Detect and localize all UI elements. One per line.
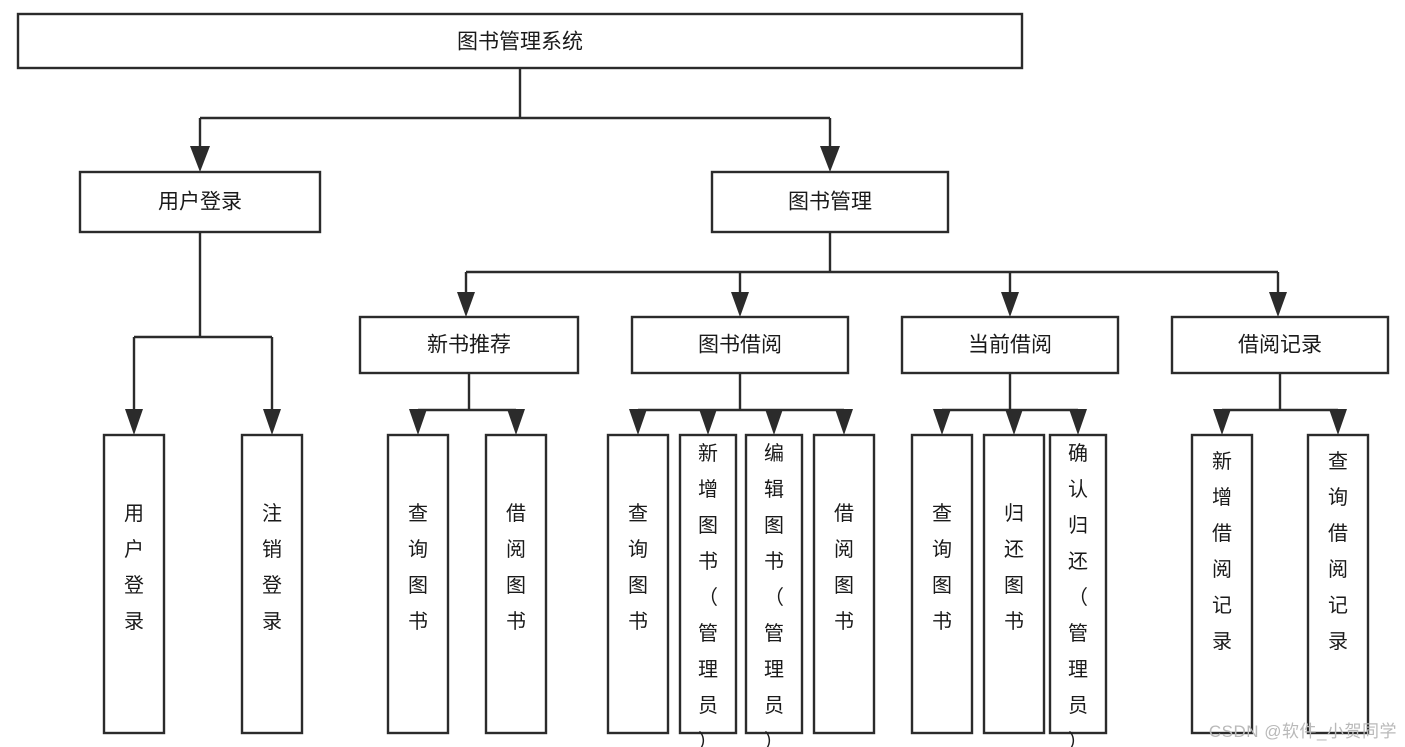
node-leaf-edit-book-admin[interactable]: 编辑图书（管理员） [744,433,804,747]
node-book-manage[interactable]: 图书管理 [710,170,950,234]
arrow-bookborrow-to-leaf2 [699,409,717,435]
node-new-book-recommend-box[interactable] [358,315,580,375]
arrow-currentborrow-to-leaf2 [1005,409,1023,435]
node-leaf-user-login-label: 用户登录 [124,503,144,633]
node-book-borrow[interactable]: 图书借阅 [630,315,850,375]
node-leaf-query-book-3[interactable]: 查询图书 [910,433,974,735]
node-book-borrow-box[interactable] [630,315,850,375]
connector-layer [125,68,1347,435]
node-leaf-add-book-admin-box[interactable] [678,433,738,735]
arrow-currentborrow-to-leaf1 [933,409,951,435]
node-leaf-return-book-label: 归还图书 [1004,502,1024,633]
node-leaf-query-borrow-record-box[interactable] [1306,433,1370,735]
node-leaf-borrow-book-2-label: 借阅图书 [834,502,854,633]
node-leaf-confirm-return-admin-box[interactable] [1048,433,1108,735]
node-leaf-borrow-book-2[interactable]: 借阅图书 [812,433,876,735]
node-leaf-add-book-admin[interactable]: 新增图书（管理员） [678,433,738,747]
node-root-box[interactable] [16,12,1024,70]
node-leaf-query-book-1-box[interactable] [386,433,450,735]
node-leaf-edit-book-admin-label: 编辑图书（管理员） [764,442,784,747]
node-leaf-query-borrow-record-label: 查询借阅记录 [1328,450,1348,653]
arrow-userlogin-to-leaf2 [263,409,281,435]
arrow-borrowrecord-to-leaf1 [1213,409,1231,435]
node-leaf-query-book-3-label: 查询图书 [932,502,952,633]
arrow-bookmanage-to-newbook [457,292,475,317]
arrow-bookmanage-to-bookborrow [731,292,749,317]
node-borrow-record[interactable]: 借阅记录 [1170,315,1390,375]
node-user-login[interactable]: 用户登录 [78,170,322,234]
node-leaf-query-borrow-record[interactable]: 查询借阅记录 [1306,433,1370,735]
node-leaf-query-book-1[interactable]: 查询图书 [386,433,450,735]
node-leaf-query-book-3-box[interactable] [910,433,974,735]
node-leaf-borrow-book-2-box[interactable] [812,433,876,735]
arrow-currentborrow-to-leaf3 [1069,409,1087,435]
node-leaf-confirm-return-admin-label: 确认归还（管理员） [1068,442,1088,747]
node-user-login-label: 用户登录 [158,191,242,214]
node-leaf-query-book-1-label: 查询图书 [408,502,428,633]
arrow-newbook-to-leaf1 [409,409,427,435]
node-current-borrow[interactable]: 当前借阅 [900,315,1120,375]
node-leaf-return-book-box[interactable] [982,433,1046,735]
node-leaf-query-book-2[interactable]: 查询图书 [606,433,670,735]
arrow-bookmanage-to-borrowrecord [1269,292,1287,317]
node-leaf-logout-box[interactable] [240,433,304,735]
node-leaf-borrow-book-1-label: 借阅图书 [506,502,526,633]
node-current-borrow-box[interactable] [900,315,1120,375]
arrow-bookborrow-to-leaf1 [629,409,647,435]
node-leaf-query-book-2-label: 查询图书 [628,502,648,633]
node-book-manage-label: 图书管理 [788,191,872,214]
node-leaf-query-book-2-box[interactable] [606,433,670,735]
arrow-root-to-user-login [190,146,210,172]
node-new-book-recommend-label: 新书推荐 [427,334,511,357]
node-leaf-return-book[interactable]: 归还图书 [982,433,1046,735]
node-leaf-add-borrow-record-box[interactable] [1190,433,1254,735]
node-root-label: 图书管理系统 [457,31,583,54]
arrow-root-to-book-manage [820,146,840,172]
node-current-borrow-label: 当前借阅 [968,334,1052,357]
node-book-manage-box[interactable] [710,170,950,234]
node-leaf-user-login[interactable]: 用户登录 [102,433,166,735]
node-leaf-add-borrow-record[interactable]: 新增借阅记录 [1190,433,1254,735]
node-user-login-box[interactable] [78,170,322,234]
node-borrow-record-label: 借阅记录 [1238,334,1322,357]
node-new-book-recommend[interactable]: 新书推荐 [358,315,580,375]
node-book-borrow-label: 图书借阅 [698,334,782,357]
node-leaf-add-borrow-record-label: 新增借阅记录 [1212,450,1232,653]
node-leaf-logout-label: 注销登录 [262,502,282,633]
node-leaf-logout[interactable]: 注销登录 [240,433,304,735]
csdn-watermark: CSDN @软件_小贺同学 [1208,722,1397,741]
node-leaf-user-login-box[interactable] [102,433,166,735]
node-root[interactable]: 图书管理系统 [16,12,1024,70]
arrow-newbook-to-leaf2 [507,409,525,435]
arrow-bookmanage-to-currentborrow [1001,292,1019,317]
arrow-borrowrecord-to-leaf2 [1329,409,1347,435]
arrow-userlogin-to-leaf1 [125,409,143,435]
node-leaf-borrow-book-1-box[interactable] [484,433,548,735]
arrow-bookborrow-to-leaf4 [835,409,853,435]
node-borrow-record-box[interactable] [1170,315,1390,375]
node-leaf-borrow-book-1[interactable]: 借阅图书 [484,433,548,735]
arrow-bookborrow-to-leaf3 [765,409,783,435]
node-leaf-add-book-admin-label: 新增图书（管理员） [698,442,718,747]
node-leaf-edit-book-admin-box[interactable] [744,433,804,735]
node-leaf-confirm-return-admin[interactable]: 确认归还（管理员） [1048,433,1108,747]
